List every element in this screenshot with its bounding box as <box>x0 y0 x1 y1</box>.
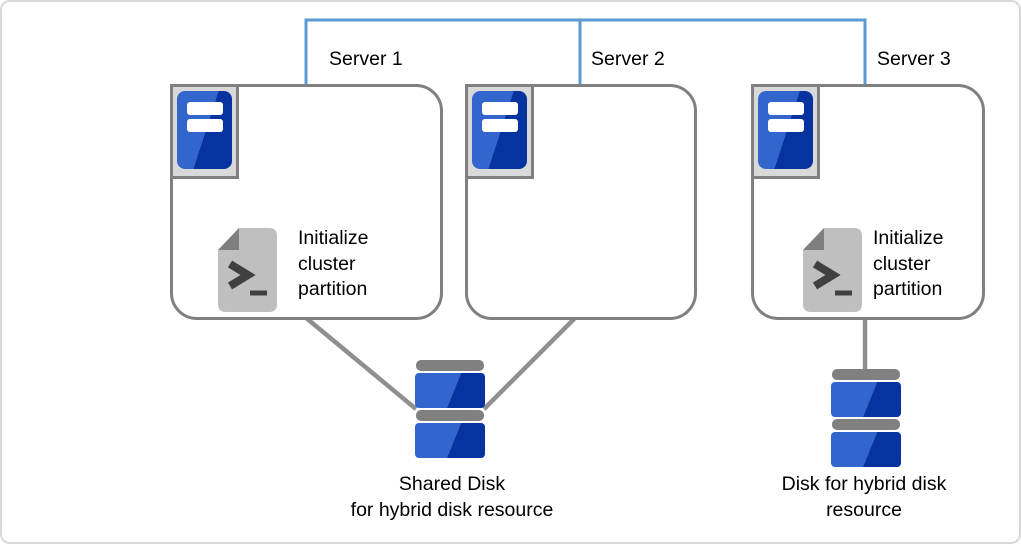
server1-icon-frame <box>170 84 239 179</box>
server-drive-bay-icon <box>482 102 518 115</box>
script-note-line: partition <box>298 278 368 300</box>
disk-body <box>415 423 485 458</box>
server3-box: Initialize cluster partition <box>751 84 985 320</box>
server-drive-bay-icon <box>768 102 804 115</box>
shared-disk-icon <box>415 360 485 460</box>
script-file-icon <box>803 228 862 312</box>
server-tower-icon <box>758 91 813 169</box>
server-tower-icon <box>177 91 232 169</box>
disk-cap <box>416 360 484 371</box>
hybrid-disk-label-line: Disk for hybrid disk <box>781 473 947 495</box>
server3-label: Server 3 <box>877 48 951 70</box>
server3-script-note: Initialize cluster partition <box>873 226 943 303</box>
server2-box <box>465 84 697 320</box>
server-drive-bay-icon <box>187 119 223 132</box>
server-drive-bay-icon <box>482 119 518 132</box>
disk-body <box>831 382 901 417</box>
server-drive-bay-icon <box>187 102 223 115</box>
hybrid-disk-icon <box>831 369 901 469</box>
disk-cap <box>832 369 900 380</box>
network-interconnect-line <box>304 18 867 84</box>
disk-body <box>415 373 485 408</box>
server-tower-icon <box>472 91 527 169</box>
script-note-line: Initialize <box>873 227 944 249</box>
shared-disk-label-line: Shared Disk <box>398 473 506 495</box>
script-file-icon <box>218 228 277 312</box>
hybrid-disk-label: Disk for hybrid disk resource <box>734 472 994 523</box>
script-note-line: partition <box>873 278 943 300</box>
disk-body <box>831 432 901 467</box>
script-note-line: cluster <box>298 252 356 275</box>
hybrid-disk-label-line: resource <box>826 498 902 521</box>
connector-server2-shared-disk <box>482 315 578 411</box>
server1-box: Initialize cluster partition <box>170 84 443 320</box>
server2-label: Server 2 <box>591 48 665 70</box>
disk-cap <box>832 419 900 430</box>
script-note-line: Initialize <box>298 227 369 249</box>
server1-script-note: Initialize cluster partition <box>298 226 368 303</box>
server-drive-bay-icon <box>768 119 804 132</box>
script-note-line: cluster <box>873 252 931 275</box>
connector-server1-shared-disk <box>303 315 418 411</box>
shared-disk-label-line: for hybrid disk resource <box>350 498 554 521</box>
server1-label: Server 1 <box>329 48 403 70</box>
shared-disk-label: Shared Disk for hybrid disk resource <box>322 472 582 523</box>
server3-icon-frame <box>751 84 820 179</box>
disk-cap <box>416 410 484 421</box>
server2-icon-frame <box>465 84 534 179</box>
